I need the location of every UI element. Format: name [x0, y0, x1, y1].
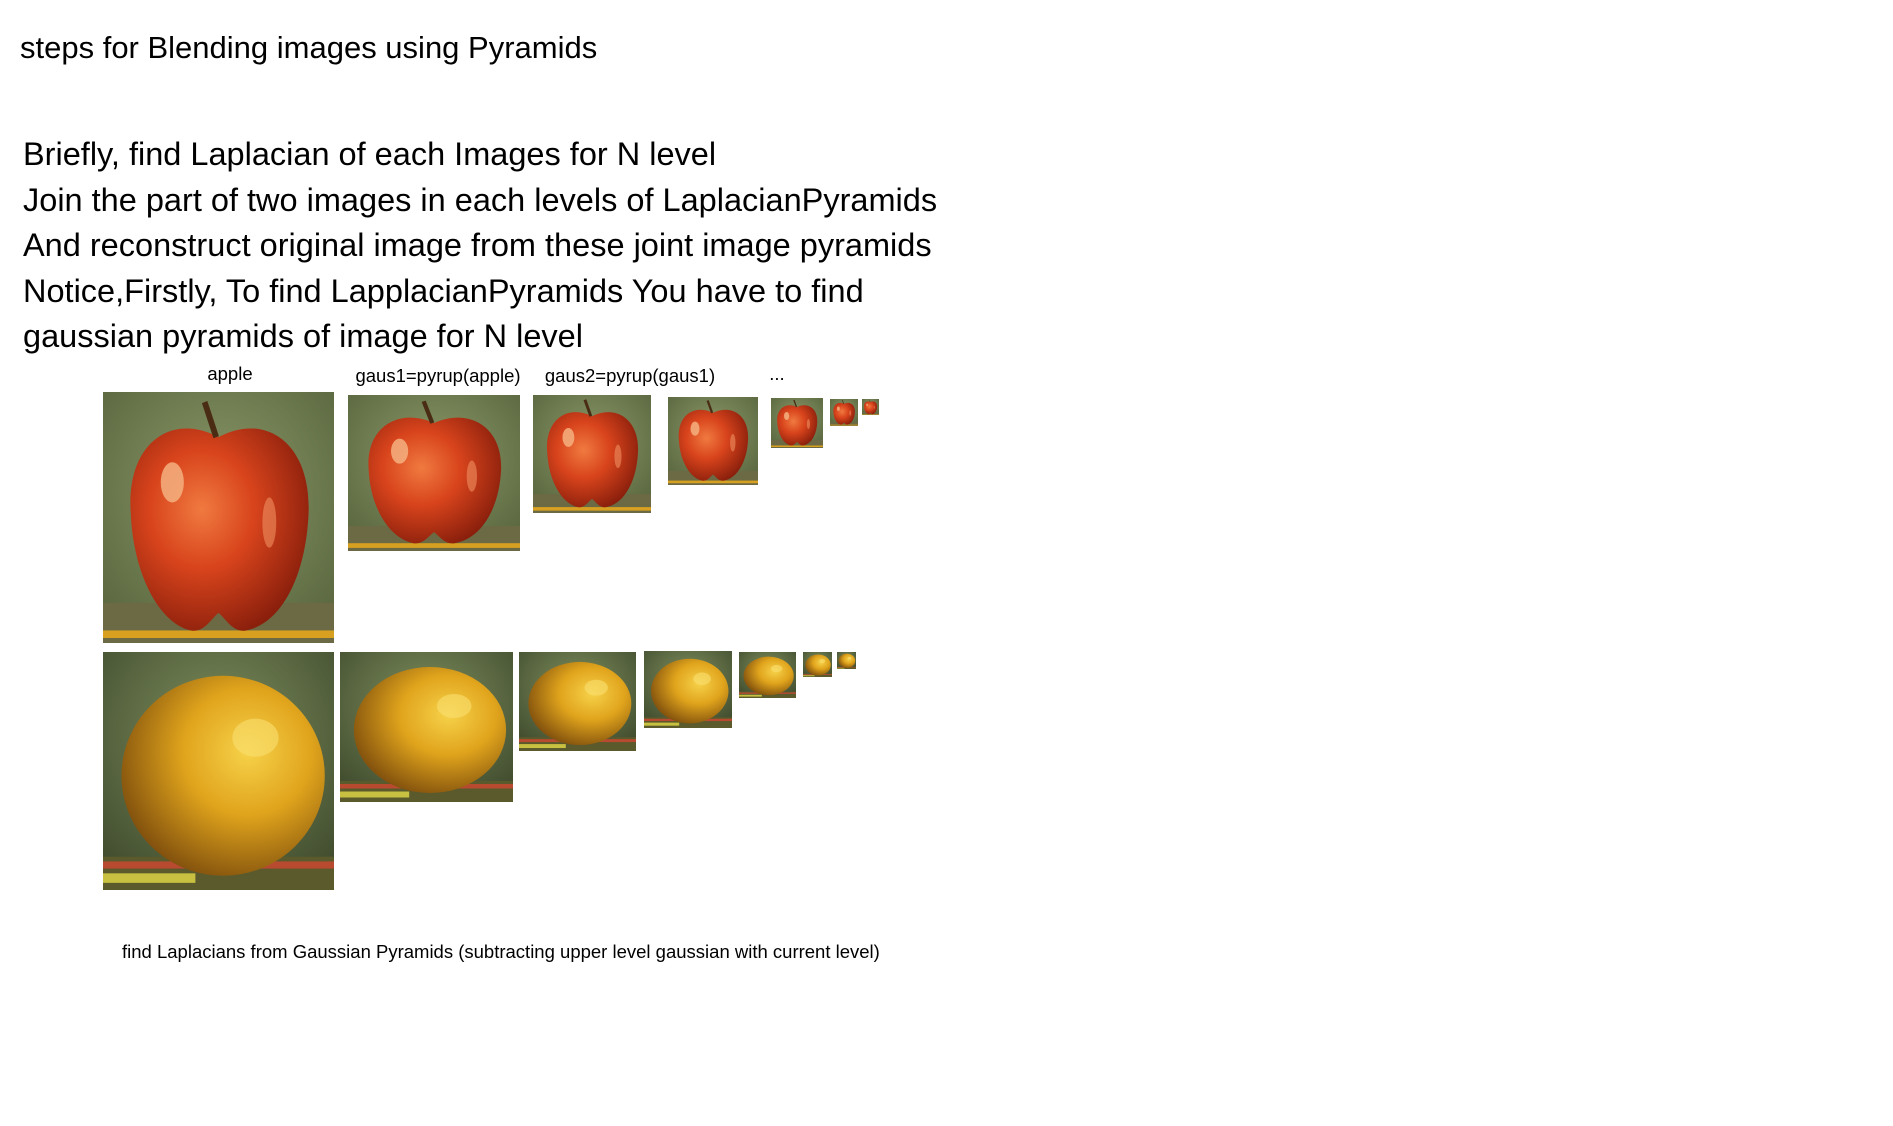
orange-level-4-image — [739, 652, 796, 698]
label-more: ... — [769, 363, 785, 384]
notes-list: Briefly, find Laplacian of each Images f… — [23, 132, 937, 360]
apple-level-4-image — [771, 398, 823, 448]
note-line: gaussian pyramids of image for N level — [23, 318, 583, 354]
orange-level-3-image — [644, 651, 732, 728]
label-apple: apple — [207, 363, 253, 384]
note-line: Briefly, find Laplacian of each Images f… — [23, 136, 717, 172]
apple-level-2-image — [533, 395, 651, 513]
page-title: steps for Blending images using Pyramids — [20, 30, 598, 65]
orange-level-5-image — [803, 652, 832, 677]
orange-level-6-image — [837, 652, 856, 669]
label-gaus2: gaus2=pyrup(gaus1) — [544, 365, 716, 386]
apple-level-3-image — [668, 397, 758, 485]
label-gaus1: gaus1=pyrup(apple) — [355, 365, 521, 386]
note-line: And reconstruct original image from thes… — [23, 227, 932, 263]
apple-level-1-image — [348, 395, 520, 551]
note-line: Join the part of two images in each leve… — [23, 181, 938, 218]
apple-level-6-image — [862, 399, 879, 415]
apple-level-5-image — [830, 399, 858, 426]
note-line: Notice,Firstly, To find LapplacianPyrami… — [23, 272, 864, 309]
apple-level-0-image — [103, 392, 334, 643]
orange-level-0-image — [103, 652, 334, 890]
footer-caption: find Laplacians from Gaussian Pyramids (… — [122, 941, 880, 962]
orange-level-2-image — [519, 652, 636, 751]
orange-level-1-image — [340, 652, 513, 802]
